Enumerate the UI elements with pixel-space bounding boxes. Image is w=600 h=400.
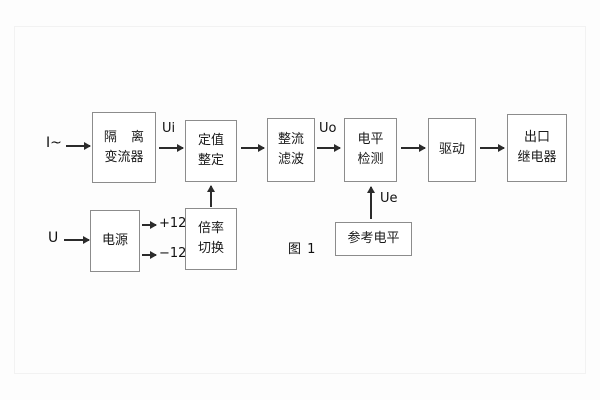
block-setting-adjust-line1: 定值 [197,133,224,149]
supply-positive-arrow [142,224,156,226]
block-isolation-transformer-line1: 隔 离 [103,129,150,145]
reference-to-level-arrow [370,187,372,219]
ui-signal-label: Ui [162,121,176,136]
block-output-relay-line1: 出口 [523,130,550,146]
diagram-frame [14,26,586,374]
block-ratio-switch[interactable]: 倍率 切换 [185,208,237,270]
block-setting-adjust-line2: 整定 [197,153,224,168]
current-input-label: I~ [46,135,62,151]
uo-arrow [317,147,340,149]
block-output-relay-line2: 继电器 [517,150,557,165]
drive-to-output-arrow [480,147,504,149]
block-reference-level[interactable]: 参考电平 [335,222,412,256]
block-rectify-filter[interactable]: 整流 滤波 [267,118,315,182]
voltage-input-label: U [48,230,59,246]
block-rectify-filter-line1: 整流 [277,132,304,148]
setting-to-rectify-arrow [241,147,264,149]
block-rectify-filter-line2: 滤波 [277,152,304,167]
uo-signal-label: Uo [319,121,337,136]
block-isolation-transformer-line2: 变流器 [104,149,144,165]
current-input-arrow [66,145,90,147]
block-reference-level-line1: 参考电平 [347,231,400,247]
block-drive-line1: 驱动 [438,142,465,158]
voltage-input-arrow [64,239,89,241]
block-isolation-transformer[interactable]: 隔 离 变流器 [92,112,156,183]
block-level-detect[interactable]: 电平 检测 [344,118,397,182]
block-setting-adjust[interactable]: 定值 整定 [185,120,237,182]
block-level-detect-line1: 电平 [357,132,384,148]
ui-arrow [159,147,183,149]
block-power-supply-line1: 电源 [101,233,128,249]
block-ratio-switch-line1: 倍率 [197,221,224,237]
block-power-supply[interactable]: 电源 [90,210,140,272]
supply-negative-arrow [142,254,156,256]
block-level-detect-line2: 检测 [357,152,384,167]
block-ratio-switch-line2: 切换 [197,241,224,256]
level-to-drive-arrow [401,147,425,149]
figure-caption: 图 1 [288,242,317,257]
block-drive[interactable]: 驱动 [428,118,476,182]
ue-signal-label: Ue [380,191,398,206]
ratio-to-setting-arrow [210,186,212,207]
block-output-relay[interactable]: 出口 继电器 [507,114,567,182]
